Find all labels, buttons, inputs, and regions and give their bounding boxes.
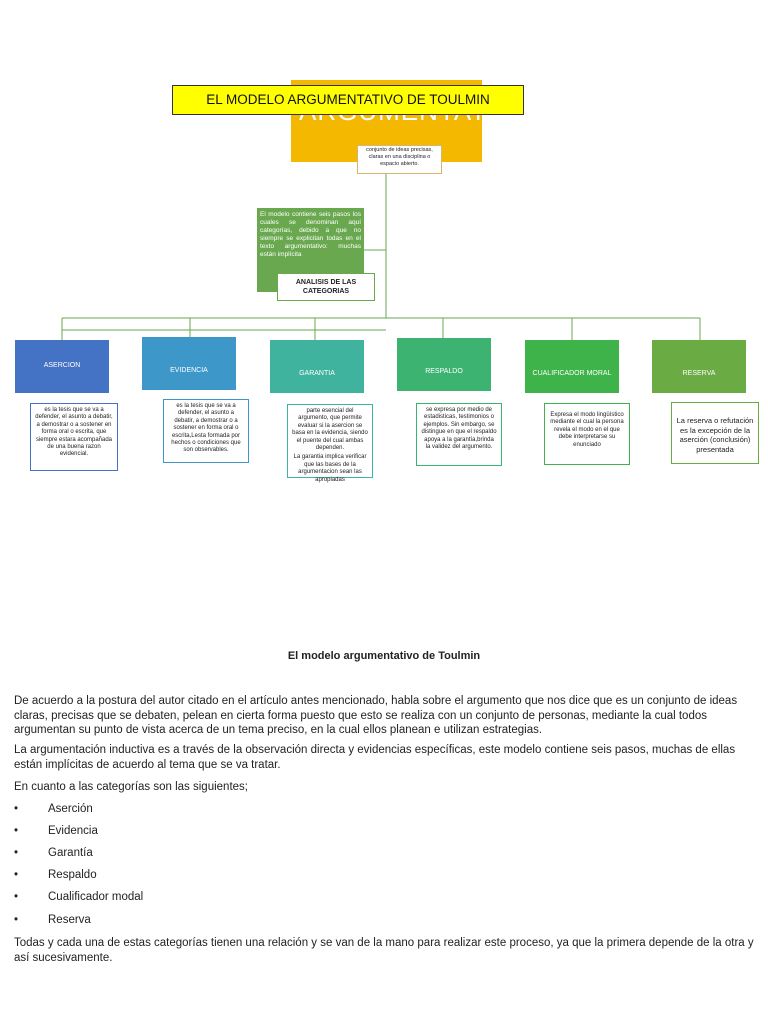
category-label: GARANTIA [299,370,335,377]
paragraph-4: Todas y cada una de estas categorías tie… [14,937,754,964]
category-garantia: GARANTIA [270,340,364,393]
note-respaldo: se expresa por medio de estadisticas, te… [416,403,502,466]
top-note: conjunto de ideas precisas, claras en un… [357,145,442,174]
bullet-marker: • [14,891,19,903]
category-reserva: RESERVA [652,340,746,393]
bullet-reserva: Reserva [48,914,91,926]
note-asercion: es la tesis que se va a defender, el asu… [30,403,118,471]
category-label: RESERVA [682,370,716,377]
bullet-marker: • [14,803,19,815]
note-garantia-text1: parte esencial del argumento, que permit… [292,408,368,452]
bullet-cualificador-modal: Cualificador modal [48,891,144,903]
category-respaldo: RESPALDO [397,338,491,391]
category-evidencia: EVIDENCIA [142,337,236,390]
note-garantia: parte esencial del argumento, que permit… [287,404,373,483]
note-garantia-text2: La garantia implica verificar que las ba… [293,454,367,483]
diagram-title: EL MODELO ARGUMENTATIVO DE TOULMIN [172,85,524,115]
bullet-marker: • [14,914,19,926]
bullet-marker: • [14,825,19,837]
paragraph-1: De acuerdo a la postura del autor citado… [14,695,738,736]
bullet-asercion: Aserción [48,803,93,815]
paragraph-3: En cuanto a las categorías son las sigui… [14,781,248,793]
note-evidencia: es la tesis que se va a defender, el asu… [163,399,249,463]
document-title: El modelo argumentativo de Toulmin [287,650,481,662]
paragraph-2: La argumentación inductiva es a través d… [14,744,736,771]
category-asercion: ASERCION [15,340,109,393]
note-cualificador-moral: Expresa el modo lingüístico mediante el … [544,403,630,465]
bullet-respaldo: Respaldo [48,869,97,881]
analysis-label: ANALISIS DE LAS CATEGORIAS [277,273,375,301]
category-cualificador-moral: CUALIFICADOR MORAL [525,340,619,393]
category-label: CUALIFICADOR MORAL [532,370,612,377]
category-label: EVIDENCIA [170,367,208,374]
bullet-marker: • [14,847,19,859]
bullet-garantia: Garantía [48,847,93,859]
category-label: RESPALDO [425,368,463,375]
note-reserva: La reserva o refutación es la excepción … [671,402,759,464]
bullet-evidencia: Evidencia [48,825,98,837]
connector-lines [61,174,701,340]
category-label: ASERCION [43,362,81,369]
bullet-marker: • [14,869,19,881]
